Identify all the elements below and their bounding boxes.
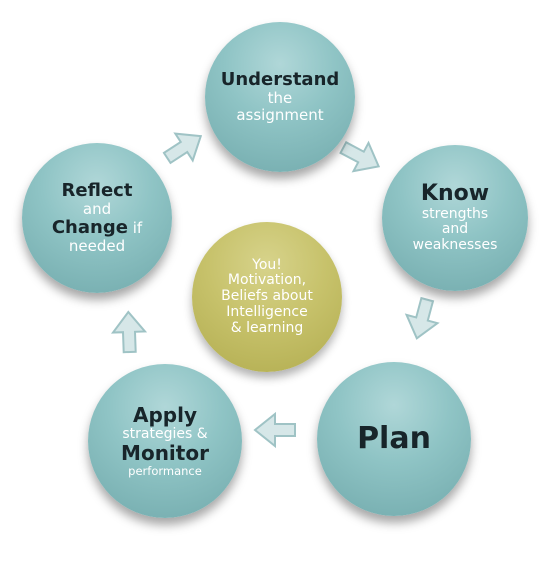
arrow-reflect-to-understand (157, 121, 211, 172)
understand-text: Understand the assignment (220, 69, 340, 125)
plan-node: Plan (317, 362, 471, 516)
understand-title: Understand (220, 69, 340, 91)
center-line-3: Beliefs about (221, 288, 313, 305)
reflect-line-3: Change if (51, 217, 143, 238)
apply-line-3: Monitor (121, 441, 209, 466)
reflect-node: Reflect and Change if needed (22, 143, 172, 293)
understand-line-2: the (267, 89, 293, 108)
know-node: Know strengths and weaknesses (382, 145, 528, 291)
center-line-4: Intelligence (226, 303, 308, 320)
reflect-line-4: needed (68, 237, 126, 256)
arrow-apply-to-reflect (110, 310, 148, 354)
apply-title: Apply (132, 403, 197, 428)
arrow-know-to-plan (400, 294, 444, 343)
arrow-understand-to-know (334, 132, 387, 182)
arrow-understand-to-know-shape (339, 140, 381, 173)
reflect-if-text: if (127, 219, 143, 237)
reflect-line-2: and (82, 200, 112, 219)
plan-title: Plan (357, 421, 431, 457)
know-line-3: and (441, 221, 469, 238)
arrow-plan-to-apply-shape (253, 411, 296, 449)
plan-text: Plan (357, 422, 431, 456)
know-line-2: strengths (421, 205, 489, 222)
understand-line-3: assignment (236, 106, 324, 125)
center-line-1: You! (252, 256, 282, 273)
reflect-change-text: Change (51, 217, 128, 238)
arrow-apply-to-reflect-shape (110, 310, 148, 354)
apply-node: Apply strategies & Monitor performance (88, 364, 242, 518)
center-text: You! Motivation, Beliefs about Intellige… (221, 256, 313, 336)
know-title: Know (420, 181, 490, 207)
center-line-5: & learning (230, 319, 304, 336)
apply-line-4: performance (128, 463, 202, 478)
know-text: Know strengths and weaknesses (413, 182, 498, 254)
center-line-2: Motivation, (227, 272, 307, 289)
arrow-plan-to-apply (253, 411, 296, 449)
arrow-reflect-to-understand-shape (162, 132, 203, 165)
reflect-text: Reflect and Change if needed (51, 180, 143, 256)
center-node: You! Motivation, Beliefs about Intellige… (192, 222, 342, 372)
apply-text: Apply strategies & Monitor performance (121, 404, 209, 477)
understand-node: Understand the assignment (205, 22, 355, 172)
arrow-know-to-plan-shape (404, 296, 440, 340)
reflect-title: Reflect (61, 180, 133, 202)
apply-line-2: strategies & (122, 425, 208, 442)
know-line-4: weaknesses (412, 237, 498, 254)
